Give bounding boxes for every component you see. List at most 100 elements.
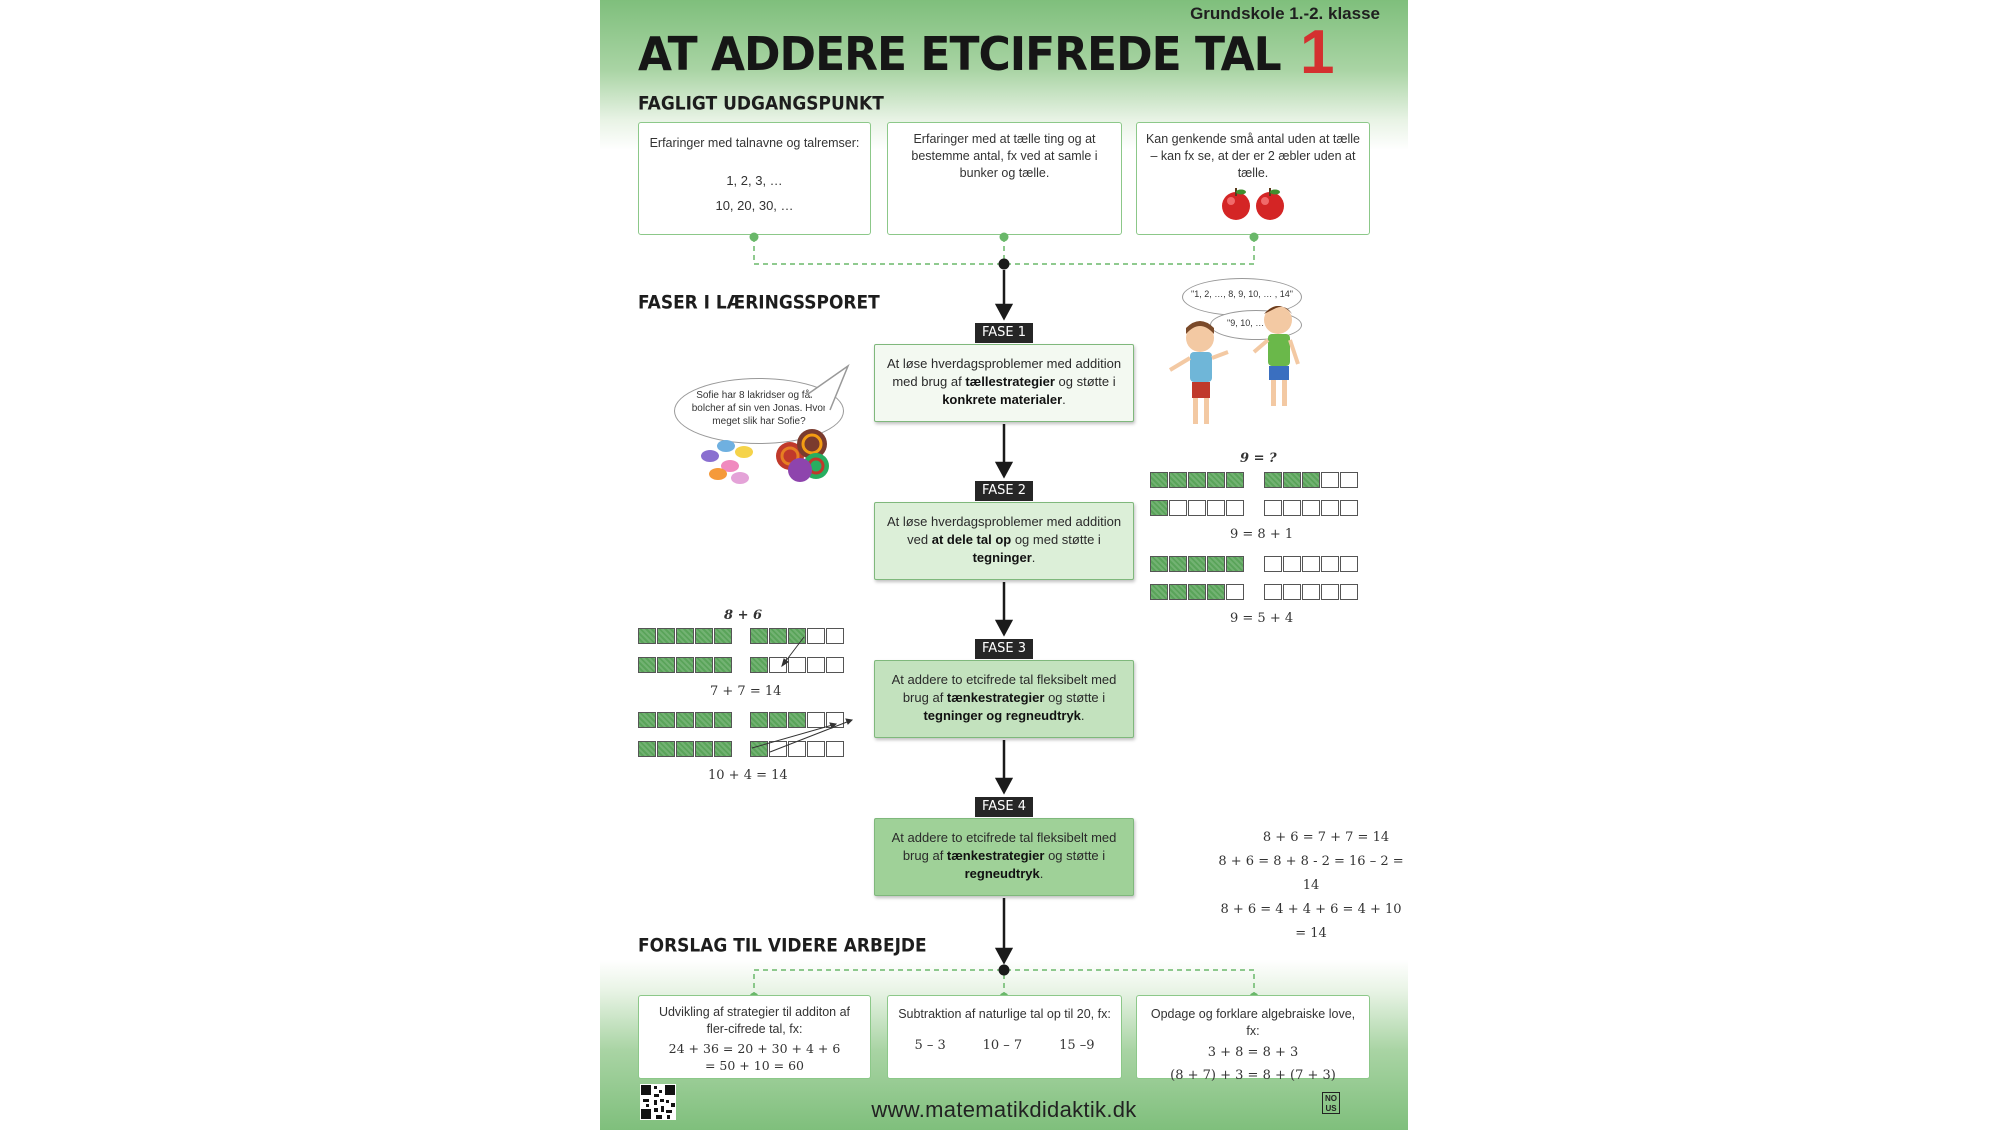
ten-frame-cell xyxy=(638,628,656,644)
apples-icon xyxy=(1222,187,1284,220)
further-box-3-math-2: (8 + 7) + 3 = 8 + (7 + 3) xyxy=(1170,1068,1336,1084)
ten-frame-cell xyxy=(1226,472,1244,488)
ten-frame-cell xyxy=(1302,556,1320,572)
further-box-2: Subtraktion af naturlige tal op til 20, … xyxy=(887,995,1122,1079)
ten-frame-cell xyxy=(1340,556,1358,572)
ten-frame-cell xyxy=(826,628,844,644)
website-link[interactable]: www.matematikdidaktik.dk xyxy=(871,1097,1137,1122)
ten-frame-cell xyxy=(676,741,694,757)
children-illustration xyxy=(1168,306,1300,424)
strategy-equations: 8 + 6 = 7 + 7 = 14 8 + 6 = 8 + 8 - 2 = 1… xyxy=(1214,826,1408,946)
sofie-speech-text: Sofie har 8 lakridser og får 6 bolcher a… xyxy=(691,390,827,427)
further-box-1: Udvikling af strategier til additon af f… xyxy=(638,995,871,1079)
phase-3-text-a: At addere to etcifrede tal fleksibelt me… xyxy=(891,672,1117,706)
further-box-2-math-2: 10 – 7 xyxy=(982,1037,1023,1053)
phase-4-text-d: . xyxy=(1039,866,1044,882)
ten-frame-cell xyxy=(1150,500,1168,516)
ten-frame-cell xyxy=(1283,472,1301,488)
ten-frame-cell xyxy=(1321,556,1339,572)
ten-frame-cell xyxy=(1188,500,1206,516)
ten-frame-cell xyxy=(826,657,844,673)
left-grid-eq-2: 10 + 4 = 14 xyxy=(708,768,788,783)
ten-frame-cell xyxy=(750,657,768,673)
equation-1: 8 + 6 = 7 + 7 = 14 xyxy=(1262,830,1390,845)
ten-frame-cell xyxy=(714,741,732,757)
ten-frame-cell xyxy=(1283,500,1301,516)
ten-frame-cell xyxy=(769,657,787,673)
phase-2-text-a: At løse hverdagsproblemer med addition v… xyxy=(886,514,1122,548)
start-box-1-text: Erfaringer med talnavne og talremser: xyxy=(649,136,860,150)
ten-frame-cell xyxy=(1169,584,1187,600)
ten-frame-cell xyxy=(750,628,768,644)
phase-2-text-b1: at dele tal op xyxy=(931,532,1012,548)
ten-frame-cell xyxy=(714,628,732,644)
left-grid-row-1 xyxy=(638,628,733,644)
section-further-heading: FORSLAG TIL VIDERE ARBEJDE xyxy=(638,935,927,957)
equation-2: 8 + 6 = 8 + 8 - 2 = 16 – 2 = 14 xyxy=(1218,854,1404,893)
ten-frame-cell xyxy=(1188,556,1206,572)
right-grid-row-6 xyxy=(1264,556,1359,572)
further-box-1-math-1: 24 + 36 = 20 + 30 + 4 + 6 xyxy=(668,1040,841,1056)
start-box-1: Erfaringer med talnavne og talremser: 1,… xyxy=(638,122,871,235)
ten-frame-cell xyxy=(807,741,825,757)
ten-frame-cell xyxy=(1150,556,1168,572)
ten-frame-cell xyxy=(676,657,694,673)
phase-4-text-b2: regneudtryk xyxy=(964,866,1040,882)
phase-2-tag: FASE 2 xyxy=(975,481,1033,501)
ten-frame-cell xyxy=(676,628,694,644)
left-grid-row-7 xyxy=(638,741,733,757)
right-grid-label: 9 = ? xyxy=(1240,451,1277,466)
ten-frame-cell xyxy=(769,741,787,757)
left-grid-eq-1: 7 + 7 = 14 xyxy=(710,684,782,699)
ten-frame-cell xyxy=(1264,556,1282,572)
ten-frame-cell xyxy=(695,741,713,757)
start-box-1-line2: 10, 20, 30, … xyxy=(715,198,794,214)
phase-3-tag: FASE 3 xyxy=(975,639,1033,659)
qr-code-icon[interactable] xyxy=(640,1084,676,1120)
phase-4-box: At addere to etcifrede tal fleksibelt me… xyxy=(874,818,1134,896)
ten-frame-cell xyxy=(714,712,732,728)
ten-frame-cell xyxy=(788,657,806,673)
phase-3-text-b2: tegninger og regneudtryk xyxy=(923,708,1081,724)
ten-frame-cell xyxy=(1321,500,1339,516)
ten-frame-cell xyxy=(695,657,713,673)
ten-frame-cell xyxy=(1321,472,1339,488)
ten-frame-cell xyxy=(676,712,694,728)
right-grid-row-5 xyxy=(1150,556,1245,572)
left-grid-label: 8 + 6 xyxy=(724,608,763,623)
phase-1-text-b1: tællestrategier xyxy=(965,374,1055,390)
ten-frame-cell xyxy=(1207,584,1225,600)
ten-frame-cell xyxy=(1302,500,1320,516)
count-speech-text-1: "1, 2, …, 8, 9, 10, … , 14" xyxy=(1191,289,1293,299)
right-grid-eq-2: 9 = 5 + 4 xyxy=(1230,611,1294,626)
ten-frame-cell xyxy=(788,712,806,728)
phase-1-tag: FASE 1 xyxy=(975,323,1033,343)
phase-3-text-b1: tænkestrategier xyxy=(946,690,1045,706)
left-grid-row-6 xyxy=(750,712,845,728)
ten-frame-cell xyxy=(769,628,787,644)
right-grid-row-4 xyxy=(1264,500,1359,516)
right-grid-row-1 xyxy=(1150,472,1245,488)
ten-frame-cell xyxy=(1169,472,1187,488)
poster-number: 1 xyxy=(1300,18,1335,87)
ten-frame-cell xyxy=(1226,500,1244,516)
ten-frame-cell xyxy=(807,628,825,644)
ten-frame-cell xyxy=(695,628,713,644)
ten-frame-cell xyxy=(1169,500,1187,516)
further-box-3-math-1: 3 + 8 = 8 + 3 xyxy=(1207,1044,1299,1060)
ten-frame-cell xyxy=(1207,472,1225,488)
ten-frame-cell xyxy=(1283,556,1301,572)
count-speech-text-2: "9, 10, … , 14" xyxy=(1227,318,1285,328)
phase-3-text-d: . xyxy=(1080,708,1085,724)
ten-frame-cell xyxy=(657,657,675,673)
right-grid-row-3 xyxy=(1150,500,1245,516)
phase-1-text-a: At løse hverdagsproblemer med addition m… xyxy=(886,356,1122,390)
ten-frame-cell xyxy=(1226,556,1244,572)
phase-1-text-b2: konkrete materialer xyxy=(942,392,1063,408)
ten-frame-cell xyxy=(1207,500,1225,516)
candy-illustration xyxy=(701,363,850,484)
ten-frame-cell xyxy=(1169,556,1187,572)
grade-label: Grundskole 1.-2. klasse xyxy=(1190,4,1380,23)
ten-frame-cell xyxy=(1340,472,1358,488)
ten-frame-cell xyxy=(826,741,844,757)
